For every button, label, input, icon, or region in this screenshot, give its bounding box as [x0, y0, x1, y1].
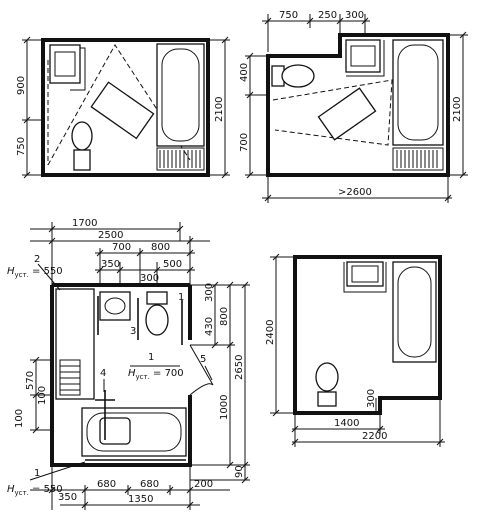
plan-d: 2400 300 1400 2200: [265, 253, 445, 447]
callout-1-mid: 1: [148, 352, 154, 363]
plan-d-dim-1400: 1400: [334, 418, 359, 429]
plan-b-turning-lines: [272, 79, 393, 146]
plan-a-dim-750: 750: [16, 137, 27, 156]
h-label-mid: Hуст. = 700: [128, 368, 184, 381]
plan-c-shower: [55, 288, 95, 400]
plan-c-walls: [50, 285, 192, 467]
plan-a-bathtub: [156, 43, 205, 147]
plan-c-dim-500: 500: [163, 259, 182, 270]
plan-d-dim-2400: 2400: [265, 320, 276, 345]
plan-c-dim-2650: 2650: [234, 355, 245, 380]
plan-b-grate: [392, 147, 444, 171]
callout-5: 5: [200, 354, 206, 365]
plan-c-dim-1350: 1350: [128, 494, 153, 505]
plan-c-dim-800r: 800: [219, 307, 230, 326]
plan-a: 900 750 2100: [16, 36, 230, 179]
plan-c-dim-680b: 680: [140, 479, 159, 490]
plan-a-dim-2100: 2100: [214, 97, 225, 122]
plan-c-dim-350b: 350: [58, 492, 77, 503]
plan-c-dim-100a: 100: [14, 409, 25, 428]
plan-b-dim-2600: >2600: [338, 187, 372, 198]
plan-d-toilet-tank: [317, 391, 337, 407]
plan-c-dim-300: 300: [140, 273, 159, 284]
callout-1-top: 1: [178, 292, 184, 303]
plan-d-toilet-bowl: [315, 362, 339, 392]
plan-c-dim-570: 570: [25, 371, 36, 390]
callout-1-bottom: 1: [34, 468, 40, 479]
plan-b: 750 250 300 400 700 2100 >2600: [239, 10, 468, 203]
plan-c-toilet-tank: [146, 291, 168, 305]
plan-a-dim-900: 900: [16, 76, 27, 95]
plan-c-dim-1000: 1000: [219, 395, 230, 420]
plan-a-walls: [41, 38, 210, 177]
plan-b-sink: [345, 39, 381, 73]
plan-c-door: [189, 344, 214, 396]
plan-c-dim-200: 200: [194, 479, 213, 490]
plan-c-dim-100b: 100: [37, 386, 48, 405]
h-label-bottom: Hуст. = 550: [7, 484, 63, 497]
plan-c-dim-800: 800: [151, 242, 170, 253]
plan-c-dim-2500: 2500: [98, 230, 123, 241]
callout-3: 3: [130, 326, 136, 337]
plan-a-toilet-bowl: [71, 121, 93, 151]
plan-c: 1700 2500 700 800 350 500 300 300 430 80…: [7, 218, 250, 510]
plan-a-grate: [156, 147, 205, 171]
h-label-top: Hуст. = 550: [7, 266, 63, 279]
plan-c-bathtub: [81, 407, 187, 457]
plan-b-dim-2100: 2100: [452, 97, 463, 122]
plan-c-dim-350: 350: [101, 259, 120, 270]
plan-b-dim-250: 250: [318, 10, 337, 21]
plan-c-dim-1700: 1700: [72, 218, 97, 229]
plan-b-bathtub: [392, 39, 444, 146]
plan-c-dim-300r: 300: [204, 283, 215, 302]
callout-4: 4: [100, 368, 106, 379]
plan-b-wheelchair: [317, 87, 377, 141]
plan-c-toilet-bowl: [145, 304, 169, 336]
plan-c-dim-680a: 680: [97, 479, 116, 490]
plan-b-toilet-bowl: [281, 64, 315, 88]
plan-d-bathtub: [392, 261, 437, 363]
plan-b-dim-400: 400: [239, 63, 250, 82]
plan-b-dim-700: 700: [239, 133, 250, 152]
plan-c-bath-seat: [99, 417, 131, 445]
plan-d-dim-300: 300: [366, 389, 377, 408]
plan-d-dim-2200: 2200: [362, 431, 387, 442]
plan-c-dim-90: 90: [234, 465, 245, 478]
plan-b-dim-300: 300: [345, 10, 364, 21]
callout-2: 2: [34, 254, 40, 265]
plan-a-toilet-tank: [73, 149, 91, 171]
plan-a-wheelchair: [90, 81, 155, 140]
plan-c-grab-bar: [95, 390, 115, 440]
plan-b-dim-750: 750: [279, 10, 298, 21]
plan-c-dim-430: 430: [204, 317, 215, 336]
plan-c-dim-700: 700: [112, 242, 131, 253]
